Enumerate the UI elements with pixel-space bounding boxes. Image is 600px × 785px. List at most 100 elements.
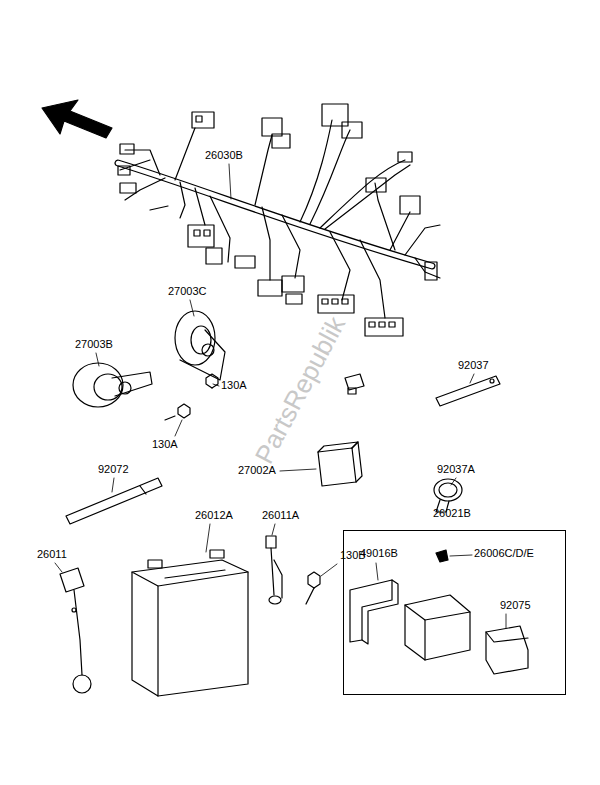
wire-harness — [188, 225, 214, 247]
wire-harness — [196, 116, 202, 122]
wire-harness — [180, 182, 185, 218]
part-number: 27003C — [168, 285, 207, 298]
wire-harness — [118, 166, 130, 175]
bolt — [308, 572, 320, 588]
battery — [132, 560, 248, 586]
wire-harness — [206, 248, 222, 264]
kit-parts — [350, 550, 528, 674]
part-number: 26011 — [37, 548, 67, 561]
horn — [178, 404, 190, 418]
wire-harness — [322, 104, 348, 126]
battery-cable — [72, 608, 76, 612]
wire-harness — [425, 262, 437, 280]
leader-line — [321, 564, 337, 576]
part-number: 92072 — [98, 463, 129, 476]
leader-line — [272, 524, 275, 535]
wire-harness — [235, 256, 255, 268]
wire-harness — [255, 135, 272, 205]
wire-harness — [118, 163, 432, 266]
wire-harness — [204, 230, 210, 236]
wire-harness — [342, 299, 348, 304]
strap — [436, 376, 500, 406]
wire-harness — [195, 188, 205, 225]
wire-harness — [330, 232, 350, 300]
kit-parts — [436, 550, 448, 562]
leader-line — [506, 614, 507, 628]
leader-line — [190, 300, 194, 316]
battery — [158, 572, 248, 696]
part-number: 27003B — [75, 338, 113, 351]
wire-harness — [272, 134, 290, 148]
wire-harness — [175, 128, 195, 180]
wire-harness — [194, 230, 200, 236]
connector — [348, 388, 356, 394]
part-number: 26006C/D/E — [474, 547, 534, 560]
bolt — [306, 588, 314, 604]
kit-part-number: 26021B — [433, 507, 471, 520]
cable-tie — [66, 478, 162, 524]
wire-harness — [398, 152, 412, 162]
leader-line — [451, 478, 456, 485]
leader-line — [450, 555, 472, 556]
kit-parts — [405, 595, 470, 660]
clamp — [439, 483, 457, 497]
wire-harness — [369, 322, 375, 327]
leader-line — [55, 164, 506, 628]
relay — [318, 448, 356, 486]
horn — [94, 374, 122, 400]
wire-harness — [400, 196, 420, 214]
horn — [175, 311, 215, 365]
relay — [352, 442, 362, 482]
horn — [165, 416, 175, 420]
part-number: 130A — [221, 379, 247, 392]
wire-harness — [118, 163, 432, 266]
wire-harness — [210, 196, 230, 262]
part-number: 92075 — [500, 599, 531, 612]
horn — [119, 382, 131, 394]
wire-harness — [120, 183, 136, 193]
battery — [165, 570, 225, 578]
part-number: 130A — [152, 438, 178, 451]
horn — [175, 311, 225, 388]
horn — [73, 363, 123, 407]
battery-cable — [274, 560, 282, 598]
battery-cable — [266, 536, 276, 548]
wire-harness — [415, 258, 440, 278]
wire-harness — [318, 295, 354, 313]
wire-harness — [286, 294, 302, 304]
connector — [345, 374, 364, 394]
part-number: 26012A — [195, 509, 233, 522]
wire-harness — [366, 178, 386, 192]
part-number: 92037 — [458, 359, 489, 372]
battery-cable — [266, 536, 282, 604]
leader-line — [96, 353, 99, 366]
leader-line — [175, 420, 182, 436]
battery-cable — [269, 596, 281, 604]
wire-harness — [282, 215, 300, 278]
battery — [132, 572, 158, 696]
part-number: 92037A — [437, 463, 475, 476]
battery-cable — [271, 548, 274, 595]
wire-harness — [118, 104, 440, 336]
battery-cable — [60, 568, 84, 592]
relay — [318, 442, 362, 486]
bolt — [306, 572, 320, 604]
wire-harness — [300, 120, 332, 222]
direction-arrow — [42, 100, 112, 138]
wire-harness — [342, 122, 362, 138]
strap — [436, 376, 500, 406]
leader-line — [206, 524, 210, 552]
battery — [148, 560, 162, 568]
kit-parts — [486, 626, 528, 674]
wire-harness — [320, 160, 405, 228]
horn — [206, 374, 218, 388]
part-number: 26030B — [205, 149, 243, 162]
wire-harness — [375, 183, 395, 250]
kit-parts — [424, 620, 425, 660]
wire-harness — [405, 225, 440, 255]
leader-line — [376, 563, 378, 580]
relay — [318, 442, 358, 452]
wire-harness — [322, 299, 328, 304]
kit-parts — [350, 580, 392, 642]
wire-harness — [365, 318, 403, 336]
